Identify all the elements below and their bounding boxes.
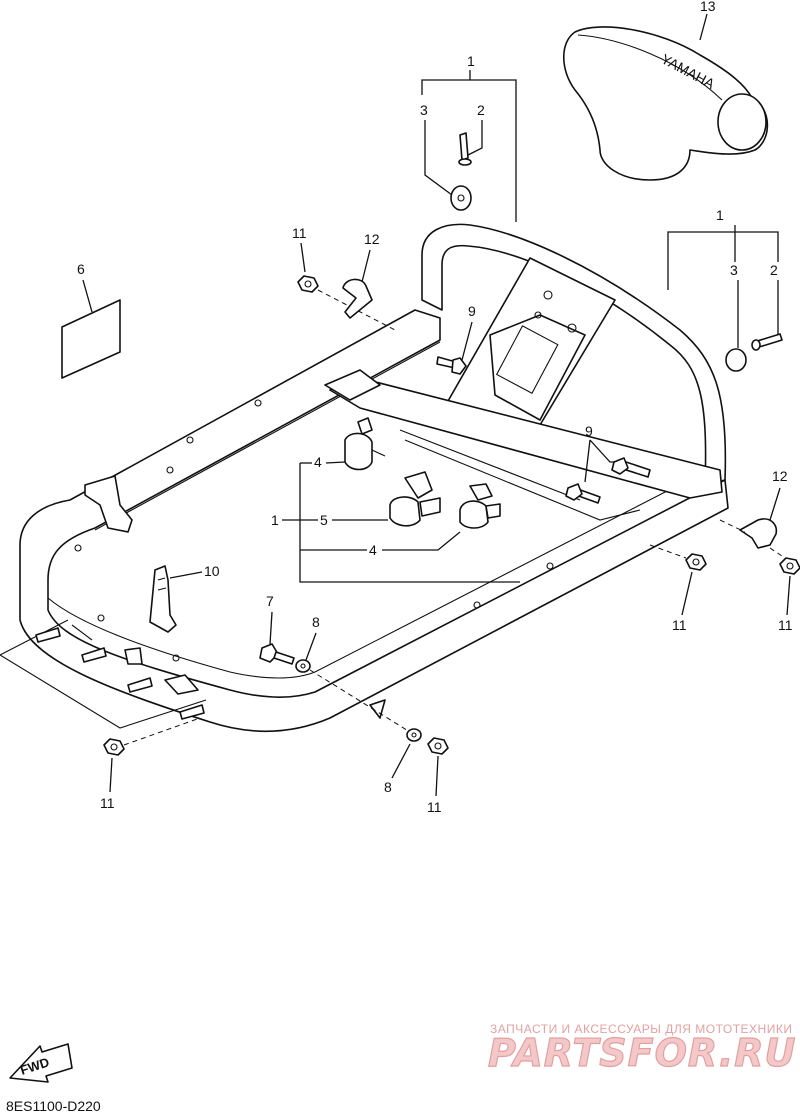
watermark-caption: ЗАПЧАСТИ И АКСЕССУАРЫ ДЛЯ МОТОТЕХНИКИ: [490, 1022, 792, 1036]
callout-4-b: 4: [369, 542, 377, 558]
callout-11-c: 11: [672, 617, 687, 633]
callout-5: 5: [320, 512, 328, 528]
nut-clamp-upper-left: 11 12: [292, 225, 396, 331]
callout-13: 13: [700, 0, 716, 14]
callout-12-b: 12: [772, 468, 788, 484]
label-part-6: 6: [61, 261, 121, 379]
mount-bracket-group-right: 1 3 2: [667, 207, 783, 372]
callout-1-top: 1: [467, 53, 475, 69]
clamp-group-parts-4-5: 4 1 5 4: [271, 417, 520, 583]
callout-11-d: 11: [778, 617, 793, 633]
callout-11-b: 11: [100, 795, 115, 811]
callout-9-a: 9: [468, 303, 476, 319]
clamp-right-part-12: 12: [719, 468, 788, 559]
diagram-code: 8ES1100-D220: [6, 1098, 101, 1114]
callout-6: 6: [77, 261, 85, 277]
front-studs-and-nut: 11: [0, 619, 207, 811]
callout-12-a: 12: [364, 231, 380, 247]
callout-11-e: 11: [427, 799, 442, 815]
callout-2-right: 2: [770, 262, 778, 278]
callout-3-top: 3: [420, 102, 428, 118]
callout-7: 7: [266, 593, 274, 609]
bolt-washer-center: 7 8: [259, 593, 411, 733]
washer-nut-bottom-center: 8 11: [384, 728, 449, 815]
callout-1-mid: 1: [271, 512, 279, 528]
handlebar-cover-part-13: YAMAHA: [563, 26, 769, 181]
callout-8-a: 8: [312, 614, 320, 630]
mount-bracket-group-top: 1 3 2: [420, 53, 517, 222]
callout-9-b: 9: [585, 423, 593, 439]
frame-main-rail: [19, 309, 729, 733]
callout-11-a: 11: [292, 225, 307, 241]
watermark-logo: PARTSFOR.RU: [488, 1031, 796, 1075]
callout-3-right: 3: [730, 262, 738, 278]
callout-4-a: 4: [314, 454, 322, 470]
callout-2-top: 2: [477, 102, 485, 118]
fwd-arrow-icon: FWD: [9, 1043, 73, 1083]
callout-10: 10: [204, 563, 220, 579]
nuts-right: 11 11: [649, 544, 800, 633]
bolts-part-9: 9 9: [436, 303, 651, 504]
watermark: ЗАПЧАСТИ И АКСЕССУАРЫ ДЛЯ МОТОТЕХНИКИ PA…: [487, 1022, 796, 1076]
strap-part-10: 10: [149, 563, 220, 633]
callout-8-b: 8: [384, 779, 392, 795]
callout-1-right: 1: [716, 207, 724, 223]
